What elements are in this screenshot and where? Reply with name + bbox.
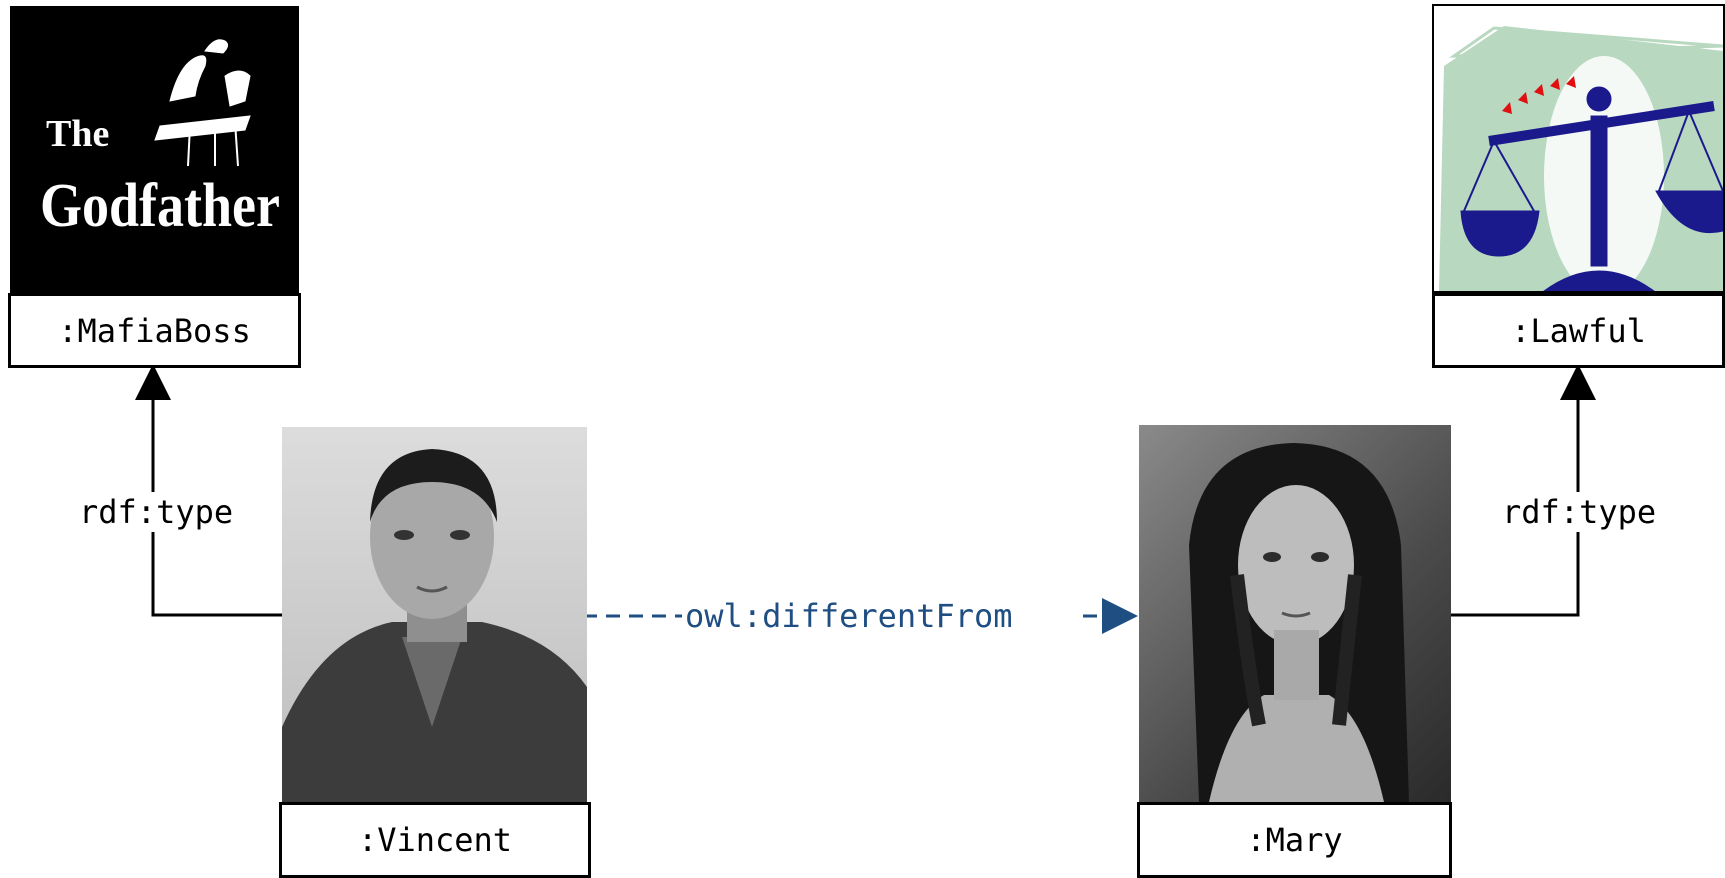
mary-type-connector: [1448, 364, 1596, 617]
mary-portrait-image: [1139, 425, 1451, 802]
vincent-node-label: :Vincent: [279, 802, 591, 878]
godfather-logo-image: The Godfather: [10, 6, 299, 293]
mary-node-label: :Mary: [1137, 802, 1452, 878]
mafiaboss-node-label: :MafiaBoss: [8, 293, 301, 368]
vincent-portrait-image: [282, 427, 587, 802]
godfather-title-bottom: Godfather: [40, 172, 280, 240]
vincent-type-connector: [135, 364, 282, 617]
mary-rdf-type-label: rdf:type: [1500, 492, 1659, 532]
godfather-title-top: The: [46, 113, 109, 155]
scales-of-justice-image: [1432, 4, 1725, 293]
different-from-label: owl:differentFrom: [685, 596, 1013, 636]
lawful-node-label: :Lawful: [1432, 293, 1725, 368]
vincent-rdf-type-label: rdf:type: [77, 492, 236, 532]
